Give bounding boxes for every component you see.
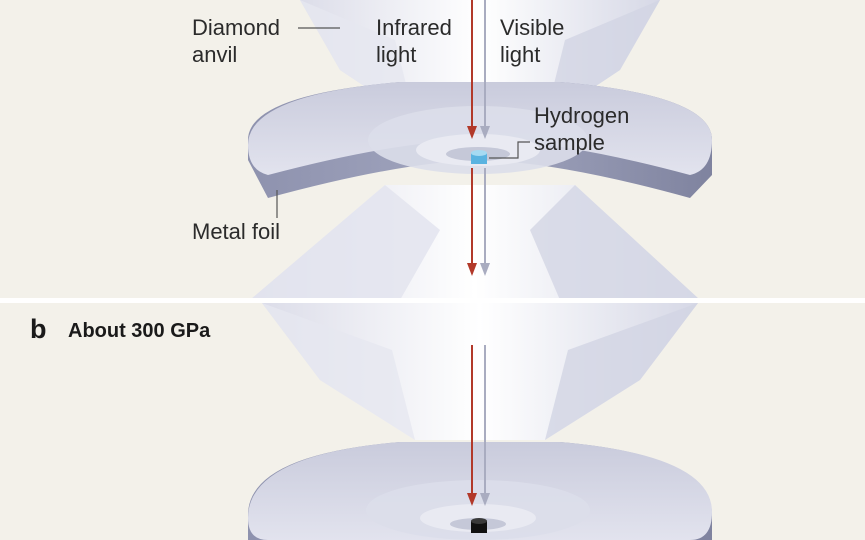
visible-light-label: Visible light bbox=[500, 14, 564, 68]
visible-light-arrow-b bbox=[480, 345, 490, 506]
panel-divider bbox=[0, 298, 865, 303]
hydrogen-sample-label-line1: Hydrogen bbox=[534, 103, 630, 128]
panel-b bbox=[248, 303, 712, 540]
metal-foil-label: Metal foil bbox=[192, 219, 281, 244]
infrared-light-label-line1: Infrared bbox=[376, 15, 452, 40]
lower-diamond-anvil bbox=[250, 185, 700, 300]
metal-foil-gasket-b bbox=[248, 442, 712, 540]
diamond-anvil-label-line2: anvil bbox=[192, 42, 238, 67]
upper-diamond-anvil-b bbox=[262, 303, 698, 440]
infrared-light-label-line2: light bbox=[376, 42, 417, 67]
panel-a bbox=[248, 0, 712, 300]
visible-light-arrow bbox=[480, 0, 490, 276]
panel-b-title: About 300 GPa bbox=[68, 320, 211, 342]
hydrogen-sample-leader bbox=[489, 141, 530, 159]
metal-foil-gasket bbox=[248, 82, 712, 198]
visible-light-label-line2: light bbox=[500, 42, 541, 67]
visible-light-label-line1: Visible bbox=[500, 15, 565, 40]
infrared-light-arrow bbox=[467, 0, 477, 276]
infrared-light-arrow-b bbox=[467, 345, 477, 506]
diamond-anvil-label-line1: Diamond bbox=[192, 15, 281, 40]
compressed-sample bbox=[471, 518, 487, 533]
infrared-light-label: Infrared light bbox=[376, 14, 452, 68]
diamond-anvil-label: Diamond anvil bbox=[192, 14, 280, 68]
hydrogen-sample bbox=[471, 150, 487, 164]
hydrogen-sample-label-line2: sample bbox=[534, 130, 605, 155]
hydrogen-sample-label: Hydrogen sample bbox=[534, 102, 629, 156]
panel-b-letter: b bbox=[30, 314, 47, 344]
